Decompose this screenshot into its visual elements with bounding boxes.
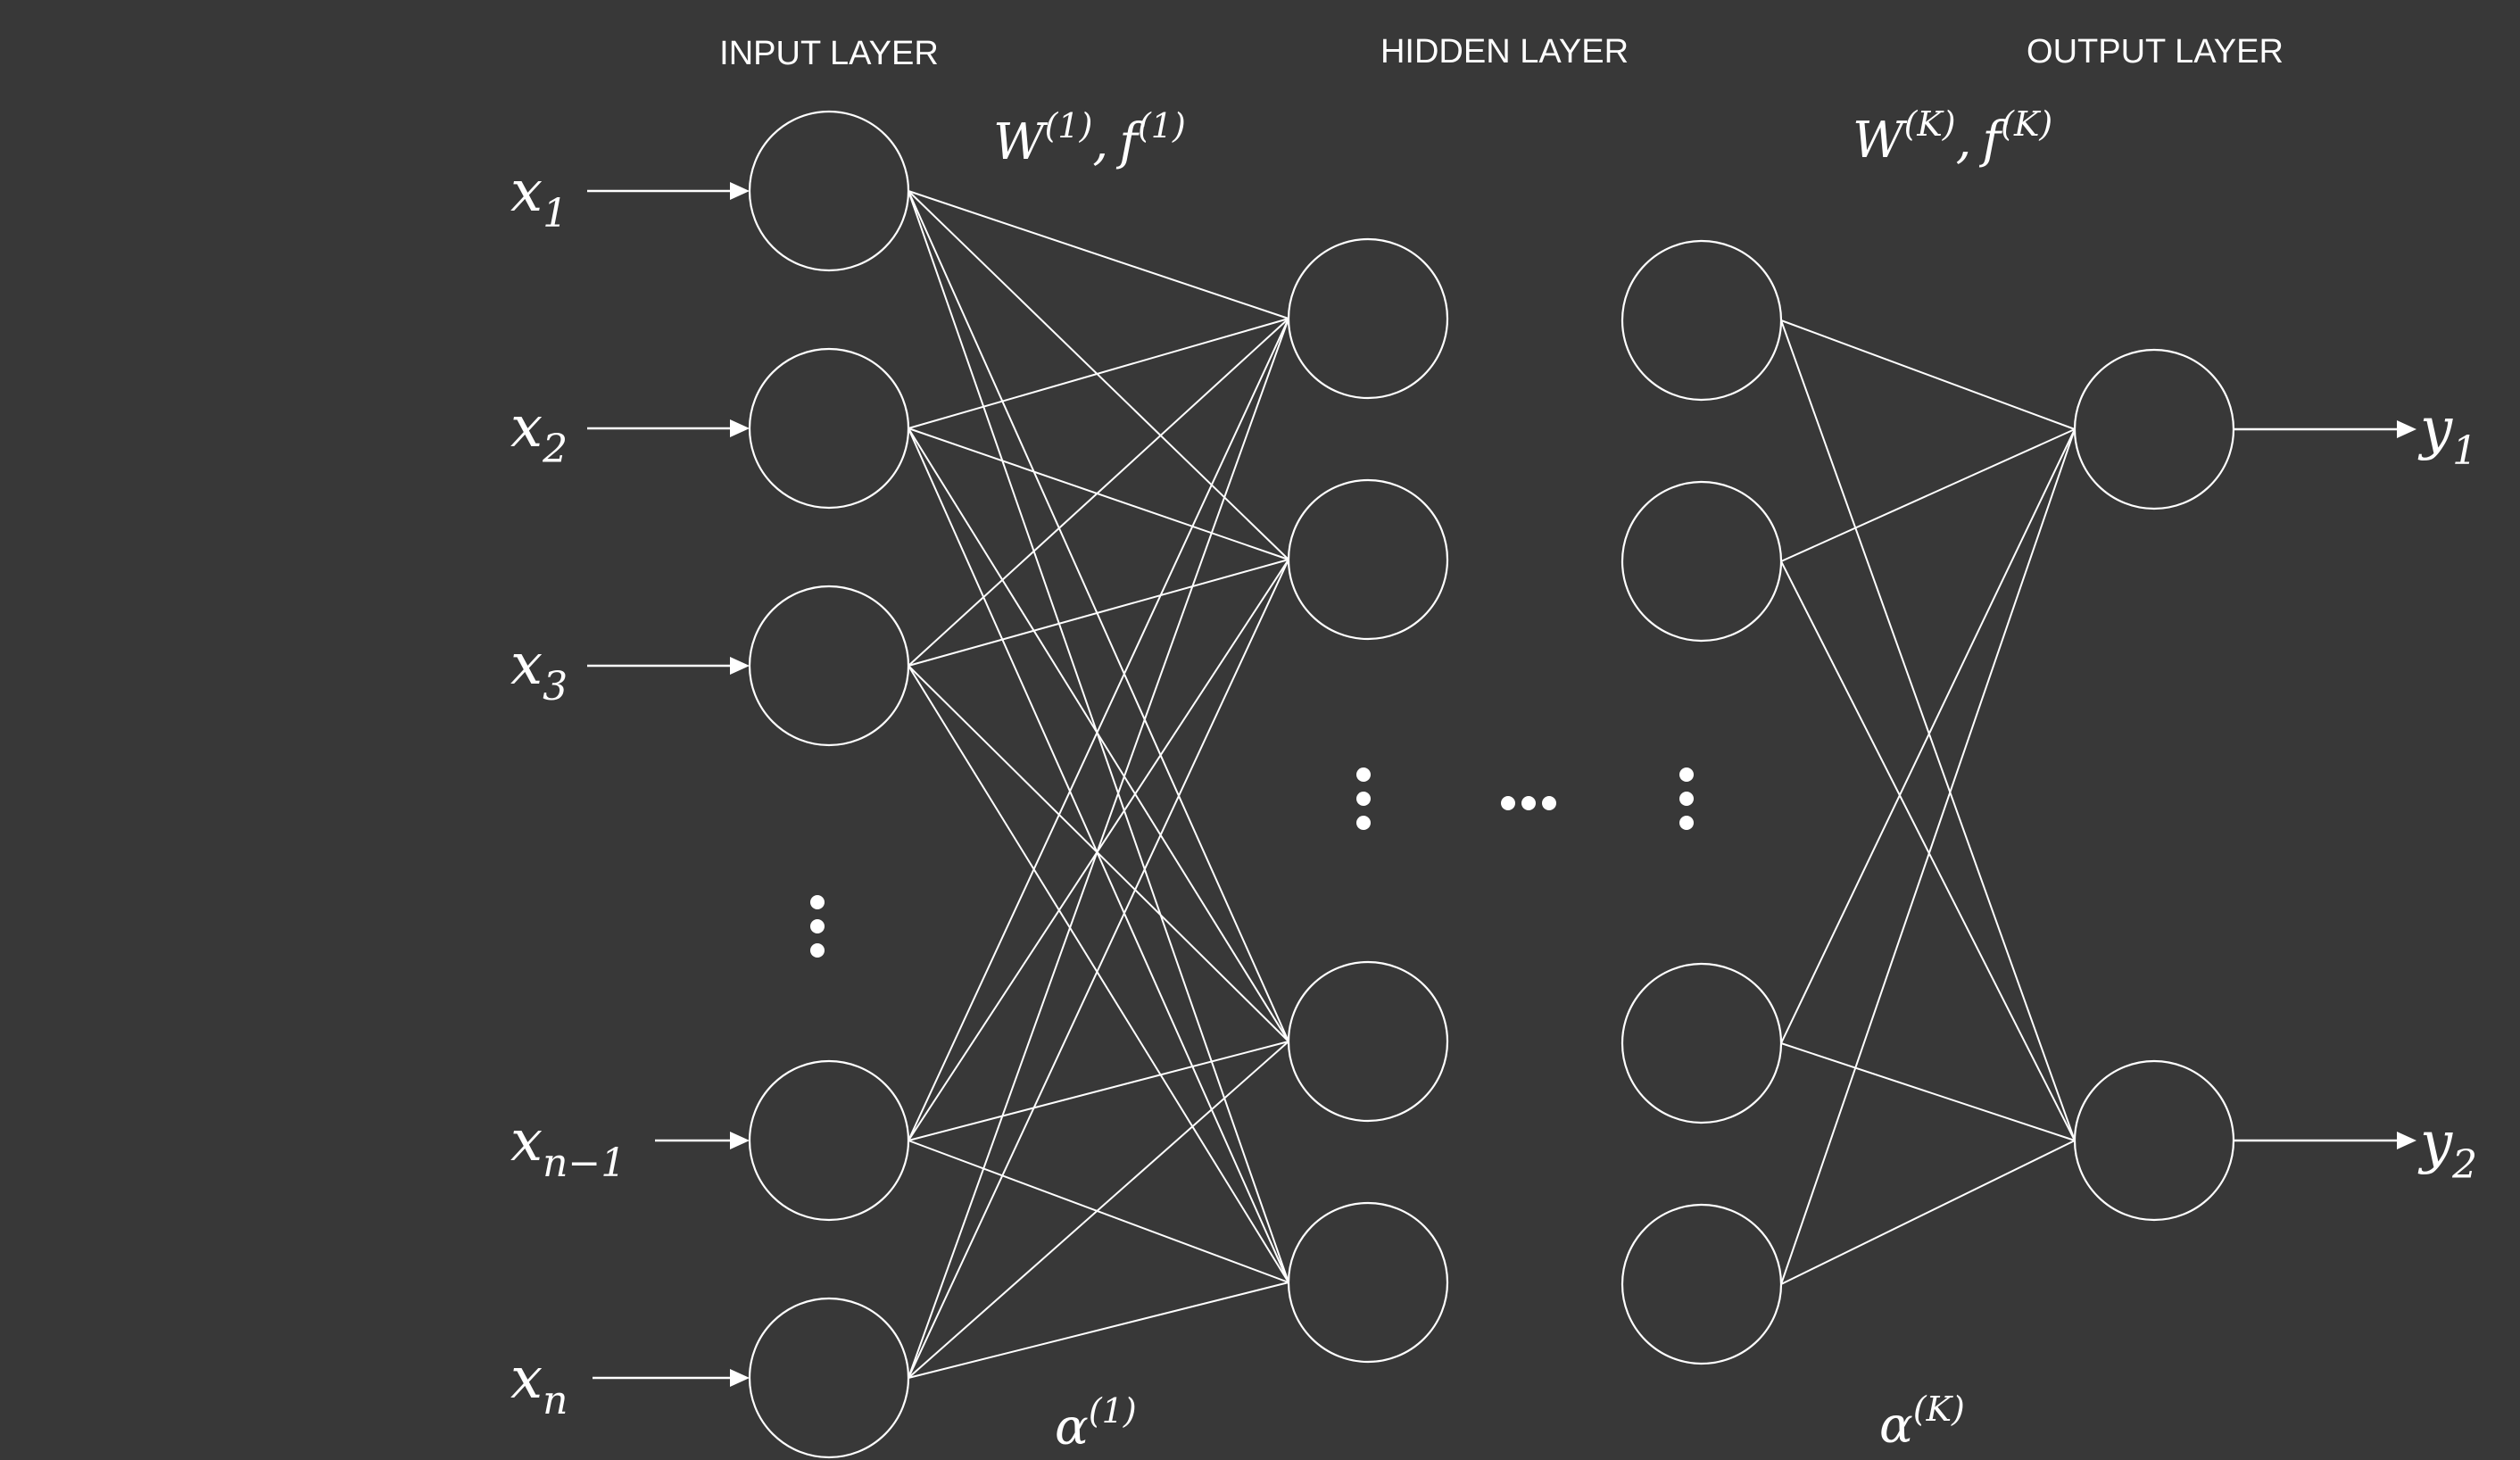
hidden-node-last-4 — [1621, 1203, 1783, 1365]
connection-input-4-hidden-2 — [908, 1041, 1289, 1379]
connection-input-0-hidden-0 — [908, 190, 1289, 319]
output-label-y2: y2 — [2417, 1110, 2477, 1188]
vertical-ellipsis-icon — [810, 895, 825, 958]
output-arrow-1 — [2234, 420, 2416, 438]
input-arrow-4 — [655, 1132, 750, 1149]
hidden-node-last-1 — [1621, 239, 1783, 402]
connection-input-1-hidden-2 — [908, 427, 1289, 1042]
input-node-5 — [748, 1297, 910, 1459]
input-label-x2: x2 — [510, 394, 568, 472]
connection-input-2-hidden-2 — [908, 665, 1289, 1042]
input-node-2 — [748, 347, 910, 510]
hidden-node-last-2 — [1621, 480, 1783, 643]
last-layer-weights-label: W(K),f(K) — [1853, 104, 2052, 170]
connection-hidden-1-output-1 — [1780, 560, 2076, 1141]
output-node-1 — [2073, 348, 2235, 510]
input-node-4 — [748, 1059, 910, 1222]
connection-input-4-hidden-3 — [908, 1282, 1289, 1379]
connection-input-3-hidden-2 — [908, 1041, 1289, 1141]
vertical-ellipsis-icon — [1679, 767, 1694, 830]
connection-input-4-hidden-0 — [908, 318, 1289, 1379]
input-arrow-1 — [587, 182, 750, 200]
connection-hidden-3-output-1 — [1780, 1140, 2076, 1285]
input-node-1 — [748, 110, 910, 272]
input-arrow-2 — [587, 419, 750, 437]
input-layer-title: INPUT LAYER — [719, 35, 939, 72]
output-label-y1: y1 — [2417, 396, 2477, 474]
connection-hidden-3-output-0 — [1780, 428, 2076, 1285]
connection-input-2-hidden-3 — [908, 665, 1289, 1283]
hidden-node-first-2 — [1287, 478, 1449, 641]
input-arrow-5 — [593, 1369, 750, 1387]
input-label-xn-1: xn−1 — [510, 1108, 626, 1186]
hidden-node-first-1 — [1287, 237, 1449, 400]
horizontal-ellipsis-icon — [1501, 796, 1556, 810]
vertical-ellipsis-icon — [1356, 767, 1371, 830]
input-label-xn: xn — [510, 1346, 568, 1423]
connection-hidden-1-output-0 — [1780, 428, 2076, 562]
input-label-x3: x3 — [510, 632, 568, 709]
connection-input-4-hidden-1 — [908, 559, 1289, 1379]
connection-input-2-hidden-0 — [908, 318, 1289, 667]
connection-input-1-hidden-1 — [908, 427, 1289, 560]
connection-hidden-2-output-1 — [1780, 1042, 2076, 1141]
connection-input-1-hidden-3 — [908, 427, 1289, 1283]
output-labels: y1 y2 — [2417, 396, 2477, 1188]
connection-hidden-2-output-0 — [1780, 428, 2076, 1044]
hidden-layer-title: HIDDEN LAYER — [1380, 33, 1629, 71]
neurons — [748, 110, 2235, 1459]
output-layer-title: OUTPUT LAYER — [2027, 33, 2284, 71]
io-arrows — [587, 182, 2416, 1387]
last-layer-bias-label: α(K) — [1879, 1389, 1965, 1455]
connection-input-2-hidden-1 — [908, 559, 1289, 667]
first-layer-bias-label: α(1) — [1055, 1391, 1137, 1456]
output-node-2 — [2073, 1059, 2235, 1222]
connection-input-0-hidden-2 — [908, 190, 1289, 1042]
input-node-3 — [748, 585, 910, 747]
hidden-node-last-3 — [1621, 962, 1783, 1124]
connection-input-1-hidden-0 — [908, 318, 1289, 429]
connection-input-0-hidden-1 — [908, 190, 1289, 560]
connection-input-3-hidden-3 — [908, 1140, 1289, 1283]
hidden-node-first-3 — [1287, 960, 1449, 1123]
input-label-x1: x1 — [510, 159, 568, 236]
connection-hidden-0-output-1 — [1780, 319, 2076, 1141]
connections — [908, 190, 2076, 1379]
connection-input-3-hidden-0 — [908, 318, 1289, 1141]
input-arrow-3 — [587, 657, 750, 675]
connection-hidden-0-output-0 — [1780, 319, 2076, 430]
output-arrow-2 — [2234, 1132, 2416, 1149]
hidden-node-first-4 — [1287, 1201, 1449, 1364]
connection-input-0-hidden-3 — [908, 190, 1289, 1283]
input-labels: x1 x2 x3 xn−1 xn — [510, 159, 626, 1423]
first-layer-weights-label: W(1),f(1) — [993, 106, 1186, 171]
